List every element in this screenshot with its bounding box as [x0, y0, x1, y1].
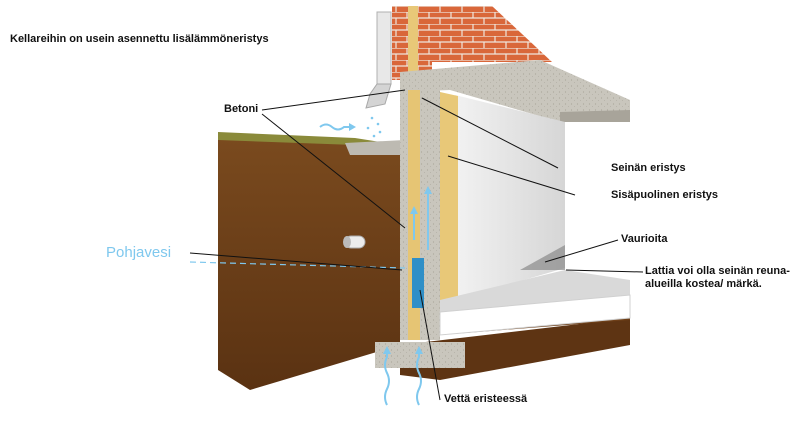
groundwater-level [189, 261, 406, 269]
gravel [345, 140, 405, 155]
label-sisapuolinen-eristys: Sisäpuolinen eristys [611, 189, 718, 201]
interior-insulation [440, 92, 458, 302]
label-lattia-line1: Lattia voi olla seinän reuna- [645, 265, 790, 277]
label-vetta-eristeessa: Vettä eristeessä [444, 393, 528, 405]
basement-floor [439, 270, 631, 336]
label-lattia-line2: alueilla kostea/ märkä. [645, 278, 762, 290]
label-betoni: Betoni [224, 103, 259, 115]
interior-wall [455, 95, 565, 300]
drain-pipe [343, 235, 366, 249]
brick-wall [392, 6, 552, 80]
water-drips [366, 116, 382, 138]
label-seinan-eristys: Seinän eristys [611, 162, 686, 174]
water-flow-arrows [319, 123, 432, 406]
diagram-title: Kellareihin on usein asennettu lisälämmö… [10, 33, 269, 45]
leader-lines [189, 89, 644, 401]
downspout [365, 11, 392, 109]
label-vaurioita: Vaurioita [621, 233, 668, 245]
label-pohjavesi: Pohjavesi [106, 244, 172, 261]
upper-slab [400, 60, 630, 122]
concrete-wall [400, 90, 440, 340]
